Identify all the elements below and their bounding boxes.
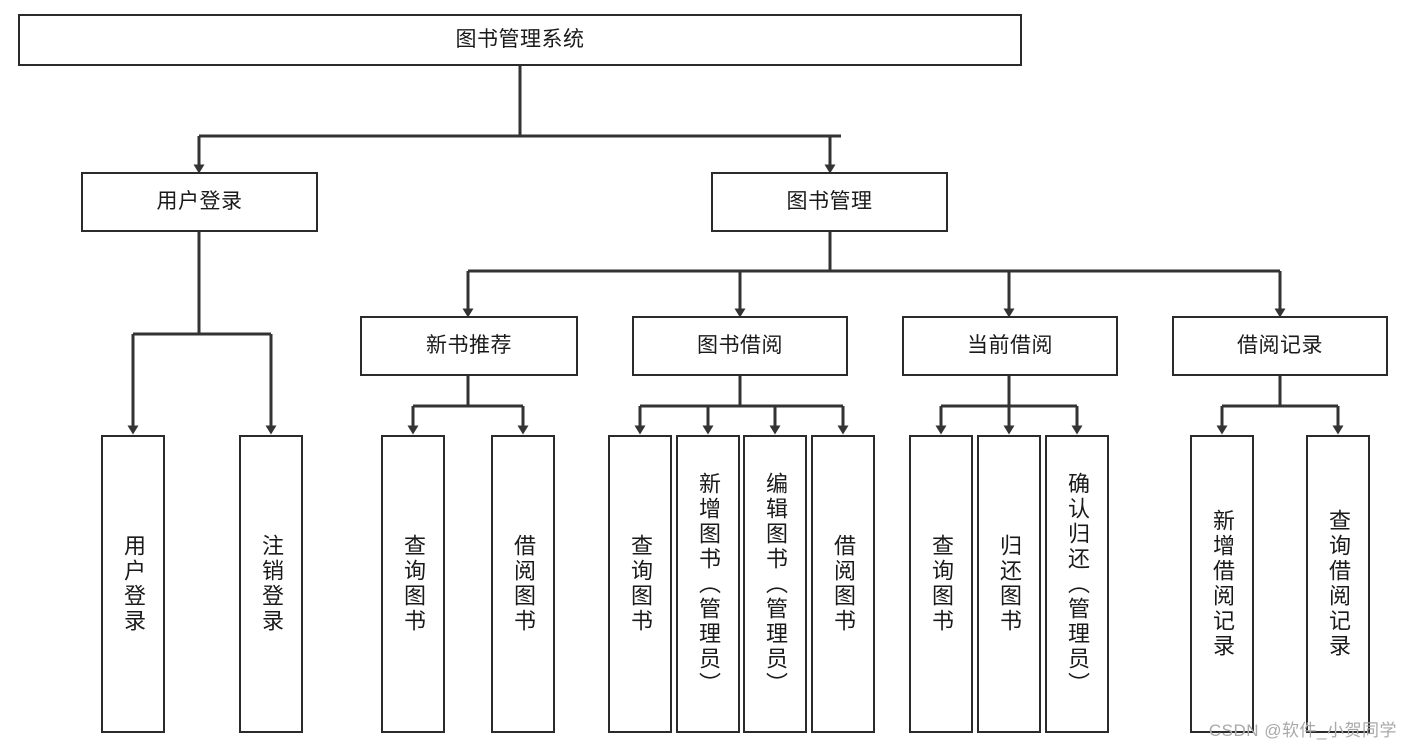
leaf-bb-add-book[interactable]: 新增图书（管理员）	[676, 435, 740, 733]
node-user-login-label: 用户登录	[156, 189, 243, 213]
leaf-nb-borrow-book-label: 借阅图书	[511, 534, 536, 634]
leaf-bb-edit-book-label: 编辑图书（管理员）	[763, 471, 788, 697]
node-book-manage[interactable]: 图书管理	[711, 172, 948, 232]
leaf-cb-return-book-label: 归还图书	[997, 534, 1022, 634]
leaf-user-login[interactable]: 用户登录	[101, 435, 165, 733]
leaf-bb-edit-book[interactable]: 编辑图书（管理员）	[743, 435, 807, 733]
leaf-nb-query-book-label: 查询图书	[401, 534, 426, 634]
node-current-borrow[interactable]: 当前借阅	[902, 316, 1118, 376]
leaf-bb-query-book-label: 查询图书	[628, 534, 653, 634]
node-user-login[interactable]: 用户登录	[81, 172, 318, 232]
node-new-book-recommend-label: 新书推荐	[426, 333, 512, 357]
node-book-manage-label: 图书管理	[786, 189, 873, 213]
node-root-label: 图书管理系统	[455, 27, 585, 51]
leaf-bb-add-book-label: 新增图书（管理员）	[696, 471, 721, 697]
node-book-borrow[interactable]: 图书借阅	[632, 316, 848, 376]
leaf-br-query-record[interactable]: 查询借阅记录	[1306, 435, 1370, 733]
leaf-bb-borrow-book-label: 借阅图书	[831, 534, 856, 634]
leaf-cb-return-book[interactable]: 归还图书	[977, 435, 1041, 733]
node-borrow-record[interactable]: 借阅记录	[1172, 316, 1388, 376]
leaf-cb-query-book-label: 查询图书	[929, 534, 954, 634]
leaf-br-query-record-label: 查询借阅记录	[1326, 509, 1351, 659]
node-borrow-record-label: 借阅记录	[1237, 333, 1323, 357]
leaf-user-login-label: 用户登录	[121, 534, 146, 634]
leaf-user-logout[interactable]: 注销登录	[239, 435, 303, 733]
node-root[interactable]: 图书管理系统	[18, 14, 1022, 66]
leaf-nb-borrow-book[interactable]: 借阅图书	[491, 435, 555, 733]
leaf-cb-confirm-return[interactable]: 确认归还（管理员）	[1045, 435, 1109, 733]
leaf-cb-query-book[interactable]: 查询图书	[909, 435, 973, 733]
node-new-book-recommend[interactable]: 新书推荐	[360, 316, 578, 376]
leaf-br-add-record-label: 新增借阅记录	[1210, 509, 1235, 659]
leaf-bb-query-book[interactable]: 查询图书	[608, 435, 672, 733]
node-current-borrow-label: 当前借阅	[967, 333, 1053, 357]
leaf-cb-confirm-return-label: 确认归还（管理员）	[1065, 471, 1090, 697]
node-book-borrow-label: 图书借阅	[697, 333, 783, 357]
leaf-bb-borrow-book[interactable]: 借阅图书	[811, 435, 875, 733]
csdn-watermark: CSDN @软件_小贺同学	[1208, 721, 1397, 740]
leaf-user-logout-label: 注销登录	[259, 534, 284, 634]
leaf-br-add-record[interactable]: 新增借阅记录	[1190, 435, 1254, 733]
leaf-nb-query-book[interactable]: 查询图书	[381, 435, 445, 733]
